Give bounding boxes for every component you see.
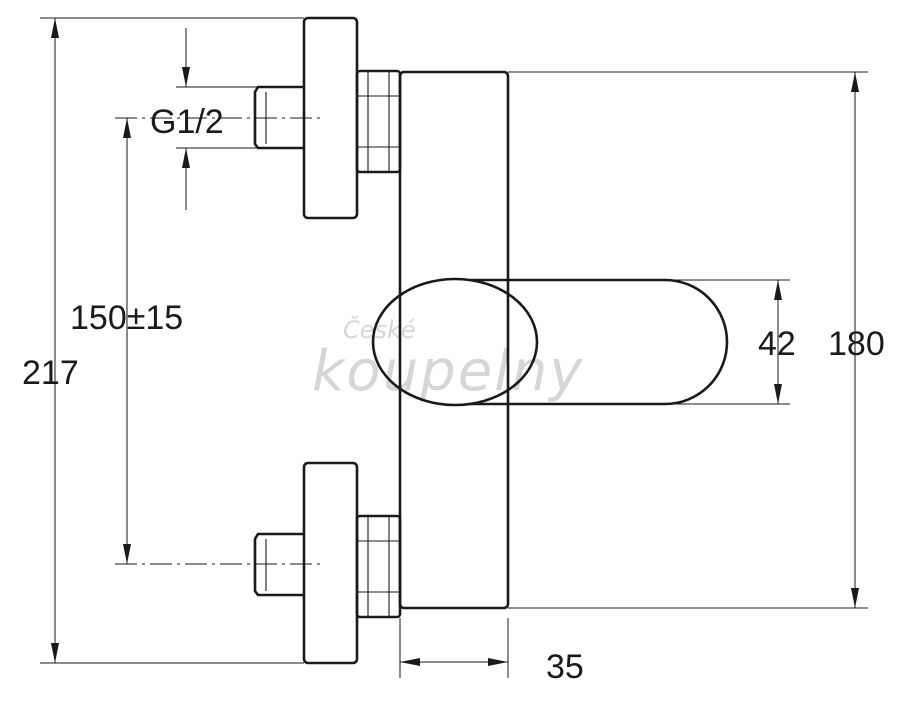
upper-hex-nut (355, 69, 402, 174)
label-depth: 35 (546, 648, 584, 686)
lower-wall-flange (302, 461, 359, 665)
watermark-line2: koupelny (312, 339, 584, 404)
dim-spacing (123, 118, 131, 564)
dim-depth (399, 618, 509, 678)
lever-handle (371, 277, 729, 407)
label-thread: G1/2 (150, 103, 224, 141)
dim-total-height (40, 17, 304, 664)
mixer-body (398, 70, 510, 610)
label-spacing: 150±15 (70, 299, 183, 337)
lower-threaded-pipe (253, 532, 304, 597)
label-total-height: 217 (22, 354, 79, 392)
dim-thread (176, 28, 258, 210)
dim-lever-height (665, 279, 790, 405)
label-body-height: 180 (828, 325, 885, 363)
label-lever-height: 42 (758, 325, 796, 363)
dim-body-height (508, 71, 868, 609)
lower-hex-nut (355, 514, 402, 619)
